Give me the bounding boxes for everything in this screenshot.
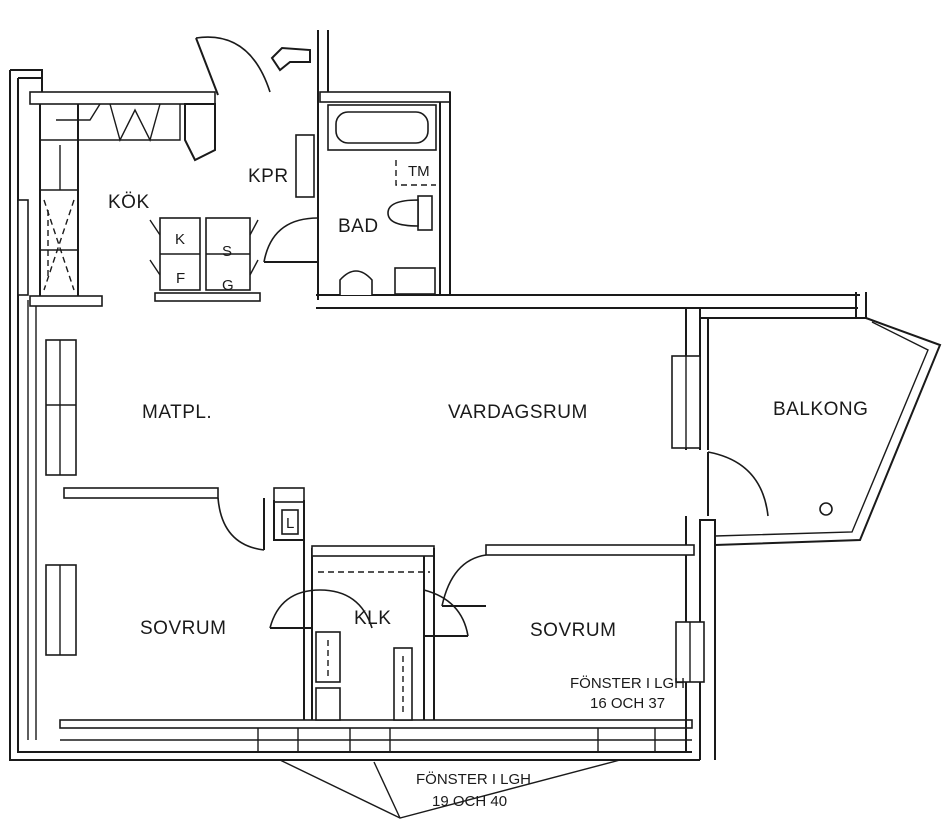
outer-walls xyxy=(9,69,867,761)
room-label-matpl: MATPL. xyxy=(142,402,212,423)
wardrobe xyxy=(295,134,315,198)
window-note-right-line1: FÖNSTER I LGH xyxy=(570,674,685,692)
kitchen-area xyxy=(29,78,261,307)
left-windows xyxy=(17,199,77,656)
balcony xyxy=(714,317,942,546)
window-callout xyxy=(279,759,621,819)
right-windows xyxy=(671,355,705,683)
room-label-tm: TM xyxy=(408,163,430,180)
room-label-klk: KLK xyxy=(354,608,391,629)
room-label-kok: KÖK xyxy=(108,192,150,213)
room-label-sovrum-right: SOVRUM xyxy=(530,620,616,641)
appliance-label-g: G xyxy=(222,277,234,294)
room-label-bad: BAD xyxy=(338,216,379,237)
interior-walls xyxy=(63,451,769,721)
appliance-label-f: F xyxy=(176,270,185,287)
window-note-bottom-line2: 19 OCH 40 xyxy=(432,793,507,810)
room-label-sovrum-left: SOVRUM xyxy=(140,618,226,639)
room-label-balkong: BALKONG xyxy=(773,399,868,420)
room-label-kpr: KPR xyxy=(248,166,289,187)
appliance-label-s: S xyxy=(222,243,232,260)
room-label-linen: L xyxy=(286,515,294,532)
room-label-vardagsrum: VARDAGSRUM xyxy=(448,402,588,423)
window-note-bottom-line1: FÖNSTER I LGH xyxy=(416,770,531,788)
window-note-right-line2: 16 OCH 37 xyxy=(590,695,665,712)
drain-icon xyxy=(819,502,833,516)
entrance xyxy=(195,30,329,300)
bathroom xyxy=(263,91,451,296)
appliance-label-k: K xyxy=(175,231,185,248)
